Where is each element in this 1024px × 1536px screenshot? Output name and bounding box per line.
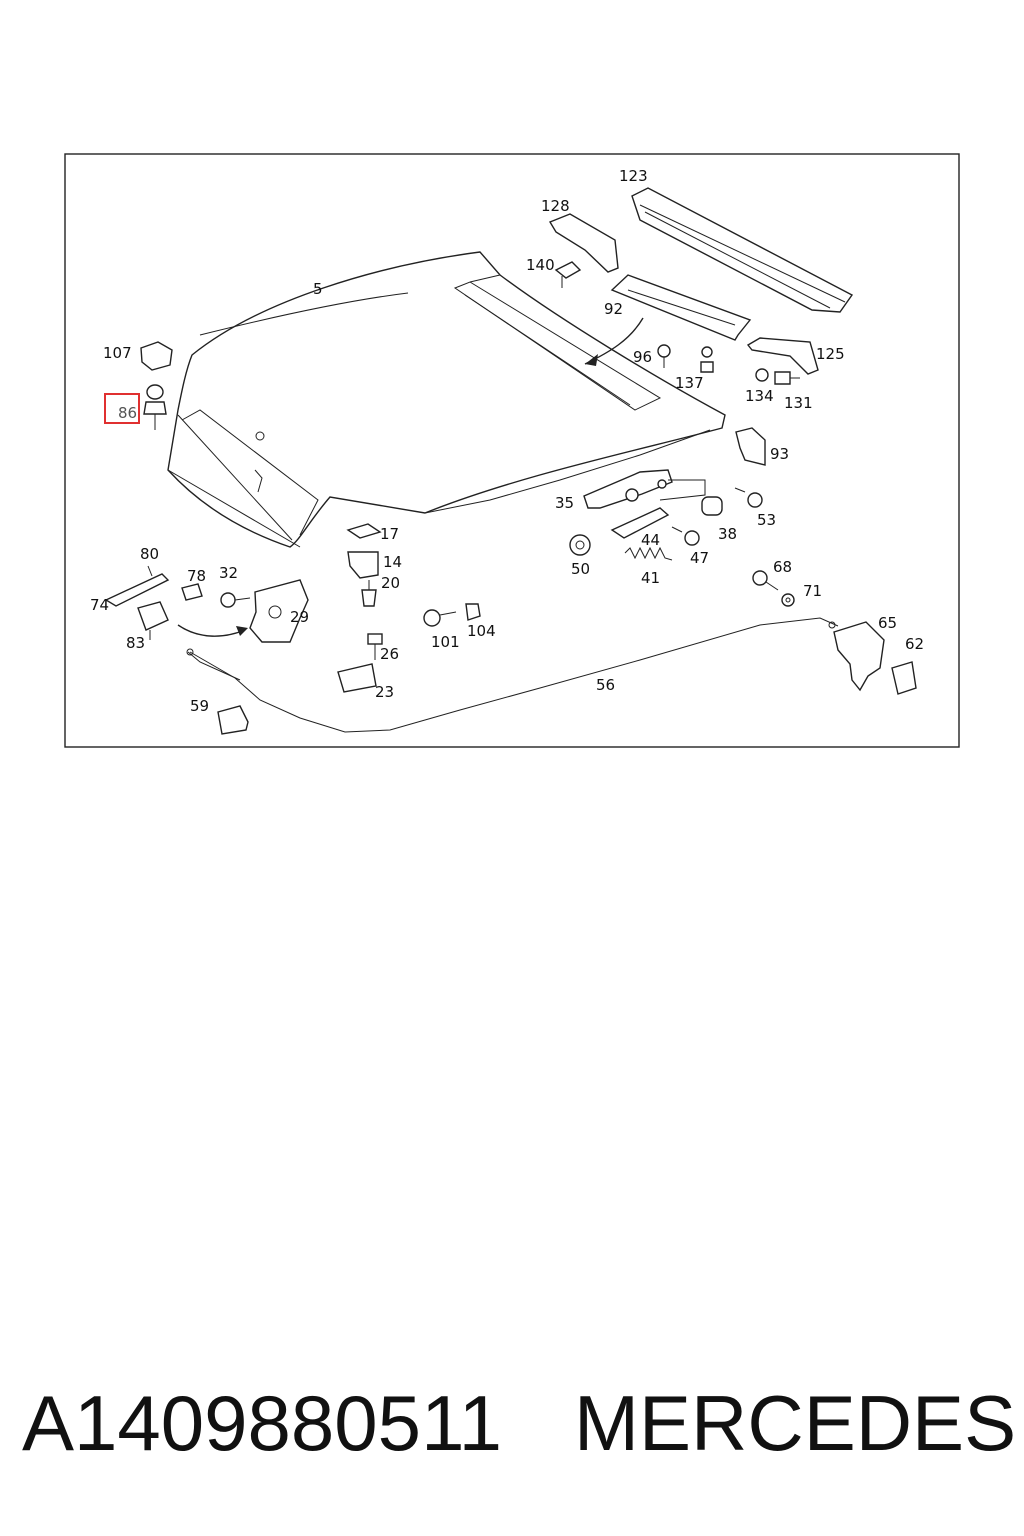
callout-134: 134 [745, 387, 774, 405]
callout-labels: 123 128 140 92 5 96 125 137 107 134 131 … [90, 167, 924, 715]
hinge-assembly-drawing [583, 469, 706, 509]
callout-71: 71 [803, 582, 822, 600]
callout-53: 53 [757, 511, 776, 529]
callout-104: 104 [467, 622, 496, 640]
callout-140: 140 [526, 256, 555, 274]
callout-26: 26 [380, 645, 399, 663]
footer-caption: A1409880511 MERCEDES [22, 1368, 1016, 1478]
callout-41: 41 [641, 569, 660, 587]
callout-74: 74 [90, 596, 109, 614]
callout-20: 20 [381, 574, 400, 592]
callout-131: 131 [784, 394, 813, 412]
bolt-137-drawing [700, 346, 714, 373]
callout-59: 59 [190, 697, 209, 715]
callout-80: 80 [140, 545, 159, 563]
callout-35: 35 [555, 494, 574, 512]
callout-47: 47 [690, 549, 709, 567]
callout-137: 137 [675, 374, 704, 392]
callout-93: 93 [770, 445, 789, 463]
diagram-frame [64, 153, 960, 748]
callout-5: 5 [313, 280, 323, 298]
bolt-96-drawing [657, 344, 671, 368]
buffer-86-drawing [143, 384, 167, 430]
callout-96: 96 [633, 348, 652, 366]
brand-name: MERCEDES [574, 1379, 1017, 1467]
cowl-panel-drawing [631, 187, 854, 313]
clip-140-drawing [554, 261, 582, 288]
callout-128: 128 [541, 197, 570, 215]
callout-14: 14 [383, 553, 402, 571]
callout-101: 101 [431, 633, 460, 651]
callout-78: 78 [187, 567, 206, 585]
callout-107: 107 [103, 344, 132, 362]
hood-drawing [167, 251, 726, 548]
callout-32: 32 [219, 564, 238, 582]
callout-17: 17 [380, 525, 399, 543]
callout-29: 29 [290, 608, 309, 626]
highlight-box [104, 393, 140, 424]
parts-diagram: 123 128 140 92 5 96 125 137 107 134 131 … [64, 153, 960, 748]
callout-38: 38 [718, 525, 737, 543]
part-number: A1409880511 [22, 1379, 503, 1467]
callout-56: 56 [596, 676, 615, 694]
callout-68: 68 [773, 558, 792, 576]
callout-65: 65 [878, 614, 897, 632]
callout-83: 83 [126, 634, 145, 652]
callout-123: 123 [619, 167, 648, 185]
callout-50: 50 [571, 560, 590, 578]
callout-23: 23 [375, 683, 394, 701]
callout-125: 125 [816, 345, 845, 363]
callout-92: 92 [604, 300, 623, 318]
callout-62: 62 [905, 635, 924, 653]
callout-86: 86 [118, 404, 137, 422]
callout-44: 44 [641, 531, 660, 549]
